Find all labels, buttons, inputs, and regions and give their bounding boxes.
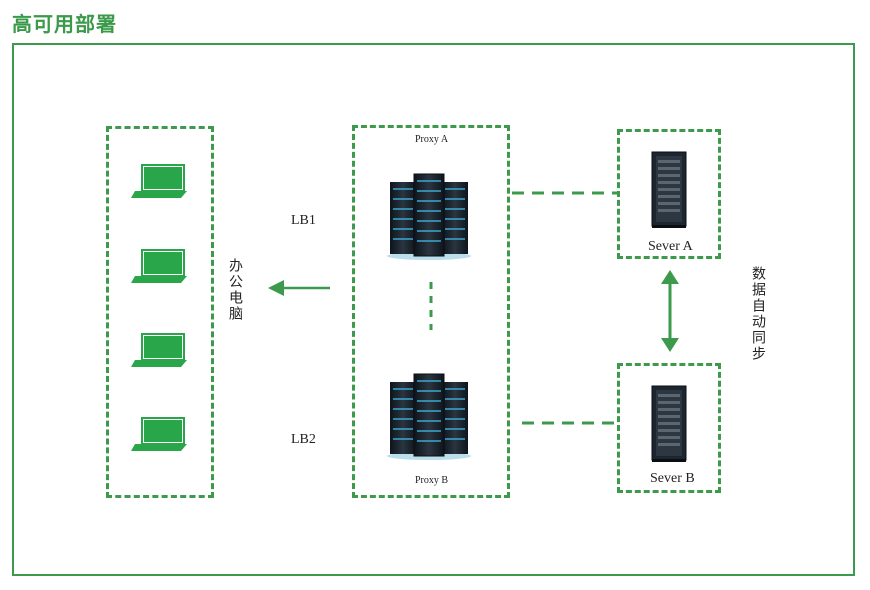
server-rack-icon [387, 373, 471, 460]
office-computers-label: 办公电脑 [227, 258, 243, 322]
diagram-frame [12, 43, 855, 576]
server-cabinet-icon [651, 385, 687, 462]
server-a-label: Sever A [648, 239, 693, 254]
laptop-icon [131, 249, 187, 283]
server-rack-icon [387, 173, 471, 260]
proxy-group [352, 125, 510, 498]
proxy-connector [429, 282, 433, 330]
laptop-icon [131, 164, 187, 198]
proxy-a-label: Proxy A [415, 134, 449, 145]
page-title: 高可用部署 [12, 12, 117, 36]
office-computers-group [106, 126, 214, 498]
server-a-group [617, 129, 721, 259]
laptop-icon [131, 333, 187, 367]
server-b-label: Sever B [650, 471, 695, 486]
double-arrow-icon [661, 270, 679, 352]
lb1-label: LB1 [291, 213, 316, 228]
lb2-label: LB2 [291, 432, 316, 447]
arrow-left-icon [268, 280, 330, 296]
server-cabinet-icon [651, 151, 687, 228]
connector-proxy-b-server-b [522, 421, 618, 425]
laptop-icon [131, 417, 187, 451]
proxy-b-label: Proxy B [415, 475, 449, 486]
server-b-group [617, 363, 721, 493]
sync-label: 数据自动同步 [750, 266, 766, 362]
connector-proxy-a-server-a [512, 191, 618, 195]
